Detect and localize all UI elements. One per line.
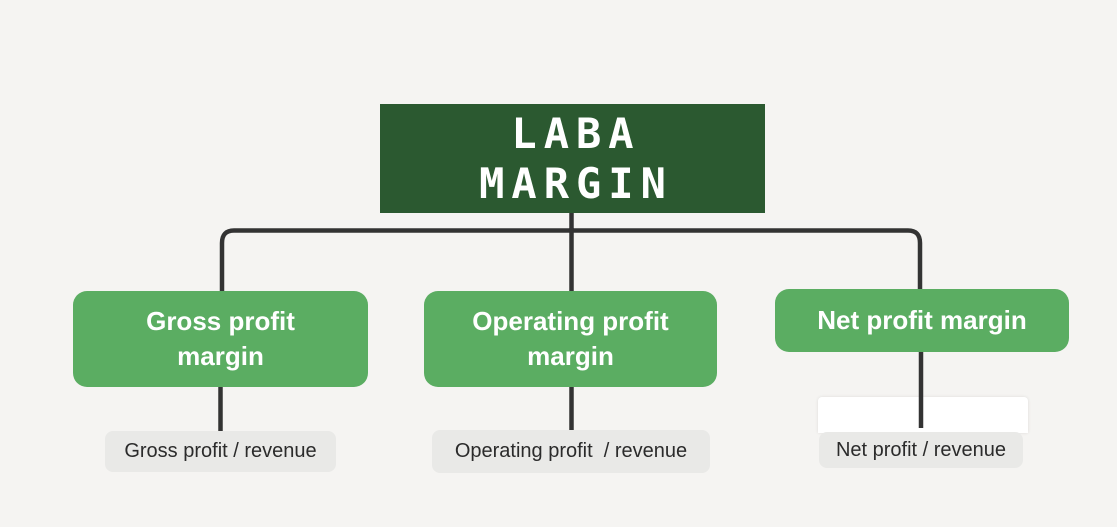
formula-net-profit[interactable]: Net profit / revenue (819, 432, 1023, 468)
node-label-line: Net profit margin (817, 305, 1027, 335)
node-operating-profit-margin[interactable]: Operating profit margin (424, 291, 717, 387)
node-label-line: Gross profit (146, 306, 295, 336)
formula-operating-profit[interactable]: Operating profit / revenue (432, 430, 710, 473)
branch-rail-line (219, 228, 923, 291)
root-title-line-2: MARGIN (479, 158, 673, 208)
formula-gross-profit[interactable]: Gross profit / revenue (105, 431, 336, 472)
node-label-line: Operating profit (472, 306, 669, 336)
node-gross-profit-margin[interactable]: Gross profit margin (73, 291, 368, 387)
node-net-profit-margin[interactable]: Net profit margin (775, 289, 1069, 352)
node-label-line: margin (527, 341, 614, 371)
node-laba-margin[interactable]: LABA MARGIN (380, 104, 765, 213)
root-title-line-1: LABA (511, 108, 641, 158)
empty-text-box[interactable] (818, 397, 1028, 433)
node-label-line: margin (177, 341, 264, 371)
